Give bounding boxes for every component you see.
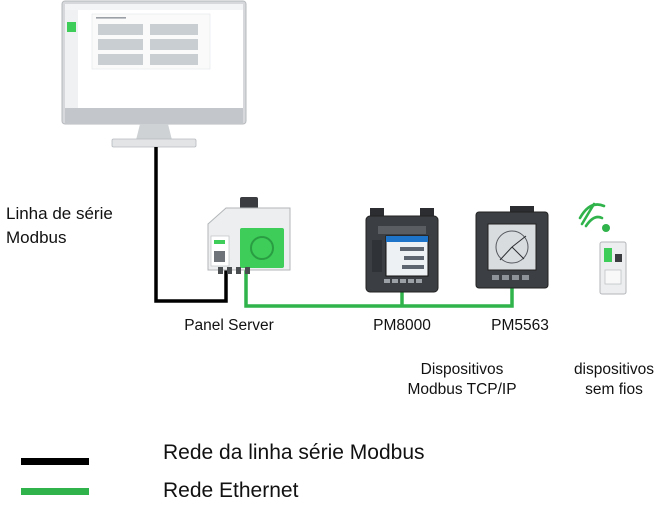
legend-ethernet-swatch bbox=[21, 488, 89, 495]
wireless-devices-label-1: dispositivos bbox=[573, 361, 655, 378]
tcp-devices-label-1: Dispositivos bbox=[420, 361, 504, 378]
serial-line-cable bbox=[154, 147, 228, 303]
legend-ethernet-label: Rede Ethernet bbox=[163, 479, 299, 502]
wireless-breaker-icon bbox=[599, 241, 627, 295]
pm5563-meter-icon bbox=[475, 206, 549, 289]
panel-server-label: Panel Server bbox=[184, 317, 274, 334]
wireless-signal-icon bbox=[578, 202, 606, 228]
pm8000-label: PM8000 bbox=[373, 317, 431, 334]
serial-line-label-2: Modbus bbox=[6, 228, 67, 247]
wireless-dot bbox=[602, 224, 610, 232]
legend-serial-label: Rede da linha série Modbus bbox=[163, 441, 425, 464]
serial-line-label-1: Linha de série bbox=[6, 204, 113, 223]
pm5563-label: PM5563 bbox=[491, 317, 549, 334]
tcp-devices-label-2: Modbus TCP/IP bbox=[407, 381, 517, 398]
ethernet-cable bbox=[244, 270, 514, 308]
pm8000-meter-icon bbox=[365, 208, 439, 293]
monitor-icon bbox=[61, 0, 247, 148]
legend-serial-swatch bbox=[21, 458, 89, 465]
panel-server-icon bbox=[207, 197, 291, 274]
wireless-devices-label-2: sem fios bbox=[585, 381, 643, 398]
